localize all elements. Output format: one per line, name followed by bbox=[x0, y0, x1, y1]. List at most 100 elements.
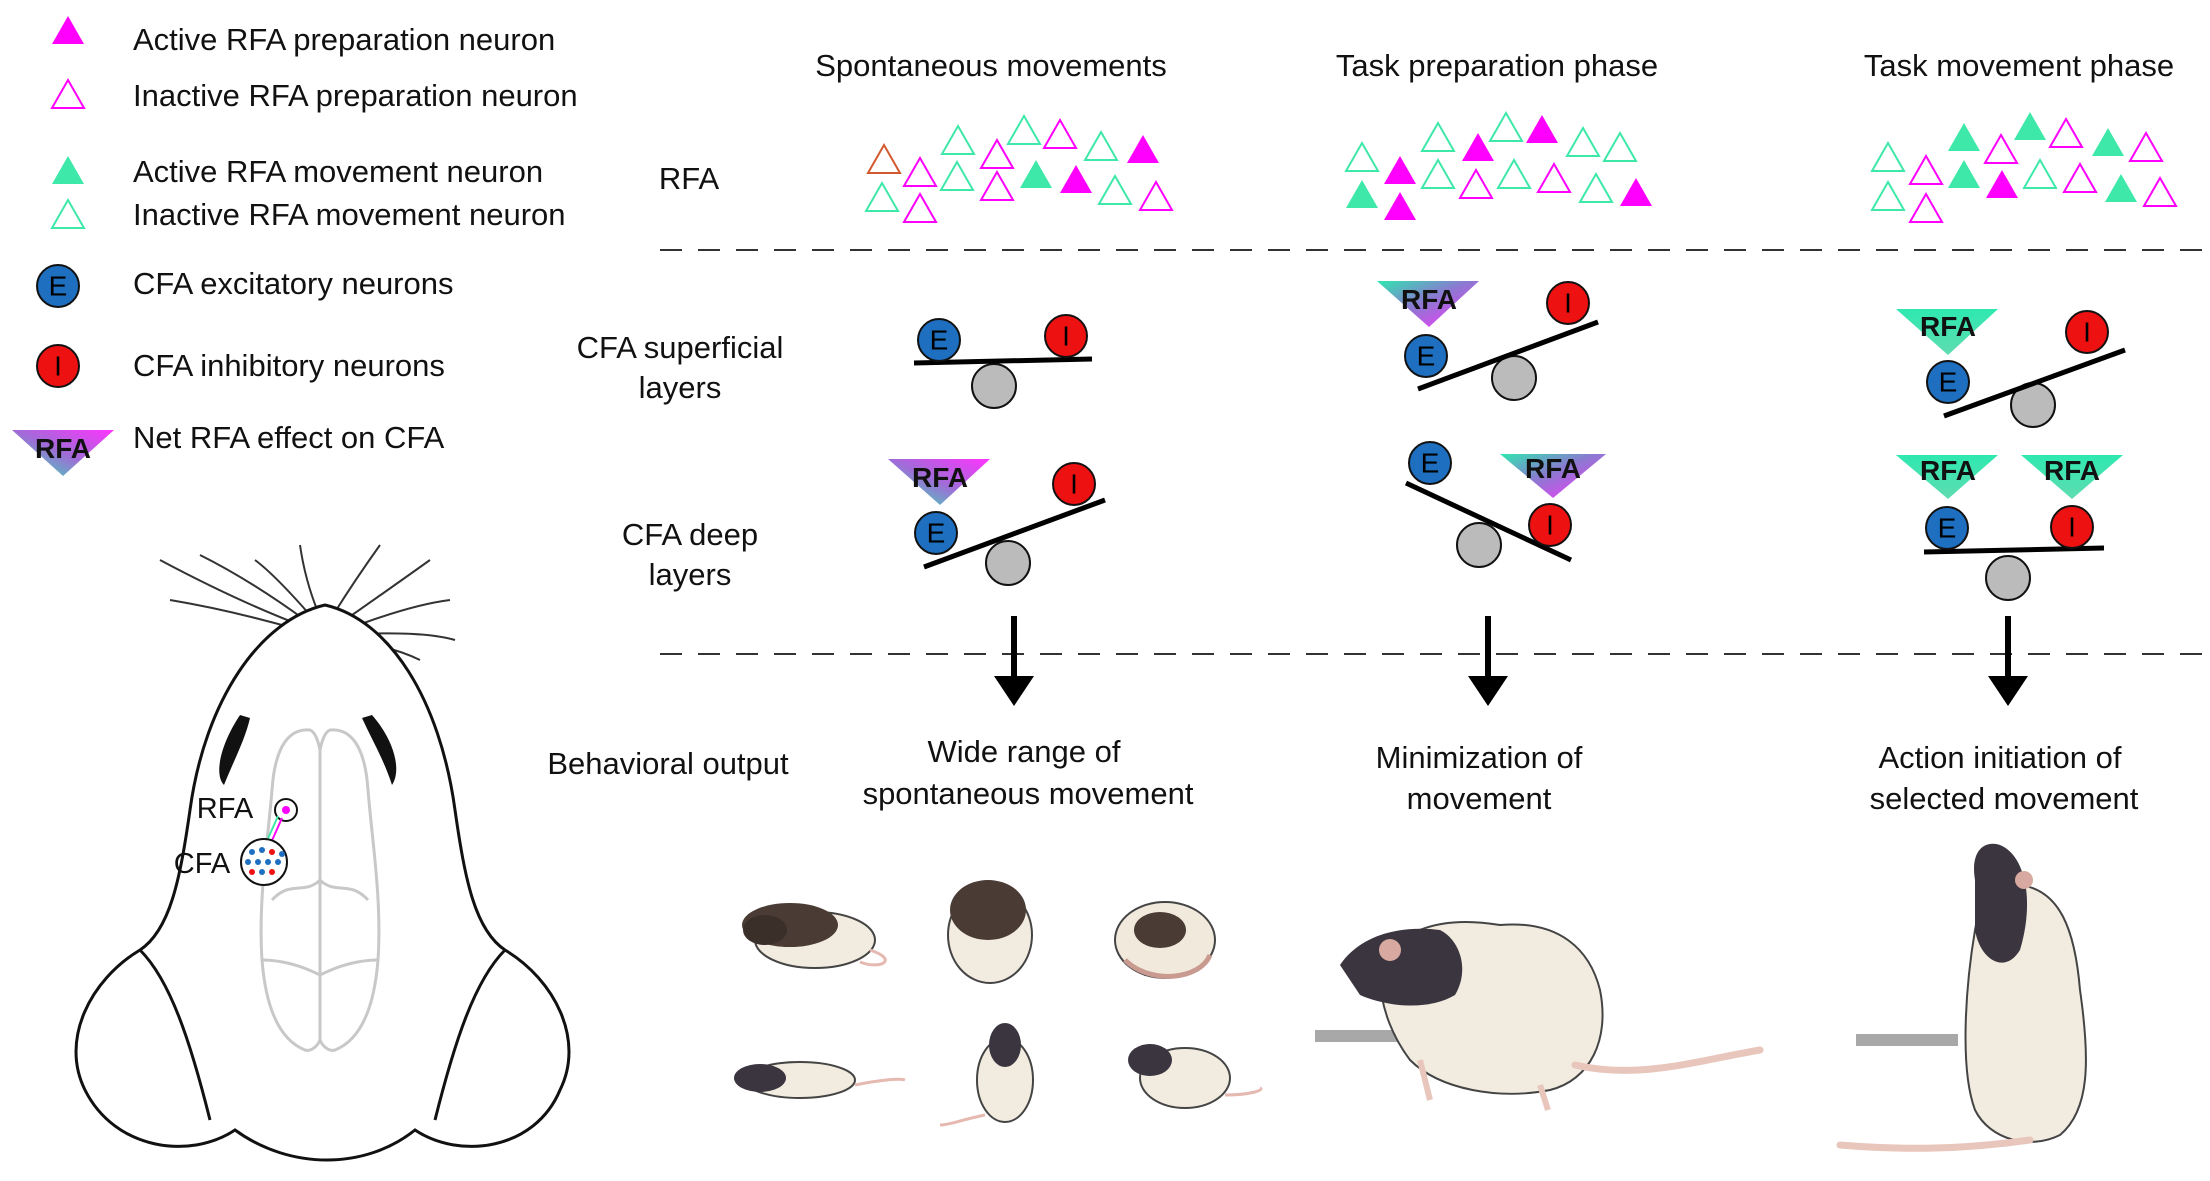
neuron-triangle bbox=[2092, 128, 2124, 156]
neuron-triangle bbox=[1127, 135, 1159, 163]
svg-text:RFA: RFA bbox=[1525, 453, 1581, 484]
svg-text:I: I bbox=[1070, 469, 1078, 500]
lever bbox=[1315, 1030, 1410, 1042]
legend-active-prep: Active RFA preparation neuron bbox=[133, 22, 555, 57]
svg-text:E: E bbox=[927, 518, 946, 549]
neuron-triangle bbox=[1488, 110, 1524, 142]
svg-text:I: I bbox=[1062, 321, 1070, 352]
neuron-triangle bbox=[1420, 120, 1456, 152]
inhibitory-circle-icon bbox=[36, 344, 80, 388]
column-header-preparation: Task preparation phase bbox=[1336, 48, 1658, 83]
output-preparation-1: Minimization of bbox=[1376, 740, 1583, 775]
rfa-cluster-preparation bbox=[1344, 110, 1652, 220]
excitatory-neuron bbox=[1408, 441, 1452, 485]
right-eye-icon bbox=[362, 715, 397, 785]
neuron-triangle bbox=[1060, 165, 1092, 193]
fulcrum bbox=[971, 363, 1017, 409]
neuron-triangle bbox=[940, 123, 976, 155]
seesaw-preparation-deep: E I RFA bbox=[1404, 441, 1606, 568]
excitatory-neuron bbox=[917, 318, 961, 362]
neuron-triangle bbox=[2105, 174, 2137, 202]
rat-sketch-2 bbox=[947, 880, 1033, 984]
rat-movement-illustration bbox=[1836, 843, 2087, 1152]
neuron-triangle bbox=[902, 155, 938, 187]
legend-excitatory: CFA excitatory neurons bbox=[133, 266, 454, 301]
neuron-triangle bbox=[2142, 175, 2178, 207]
neuron-triangle bbox=[939, 159, 975, 191]
svg-text:E: E bbox=[1938, 513, 1957, 544]
brain-label-cfa: CFA bbox=[174, 848, 231, 880]
neuron-triangle bbox=[1565, 125, 1601, 157]
down-arrow-preparation bbox=[1468, 616, 1508, 706]
inhibitory-neuron bbox=[1528, 503, 1572, 547]
rfa-arrow-icon: RFA bbox=[1500, 453, 1606, 498]
seesaw-movement-deep: E I RFA RFA bbox=[1896, 455, 2123, 601]
neuron-triangle bbox=[1948, 123, 1980, 151]
output-spontaneous-2: spontaneous movement bbox=[863, 776, 1194, 811]
inhibitory-neuron bbox=[1546, 281, 1590, 325]
legend-inactive-prep: Inactive RFA preparation neuron bbox=[133, 78, 578, 113]
seesaw-movement-superficial: E I RFA bbox=[1896, 309, 2126, 428]
down-arrow-spontaneous bbox=[994, 616, 1034, 706]
active-move-triangle-icon bbox=[52, 156, 84, 184]
rfa-arrow-icon: RFA bbox=[1896, 455, 1998, 499]
svg-text:E: E bbox=[930, 325, 949, 356]
svg-text:RFA: RFA bbox=[1920, 455, 1976, 486]
legend-inactive-move: Inactive RFA movement neuron bbox=[133, 197, 566, 232]
neuron-triangle bbox=[1986, 170, 2018, 198]
svg-text:RFA: RFA bbox=[35, 433, 91, 464]
neuron-triangle bbox=[1344, 140, 1380, 172]
neuron-triangle bbox=[2048, 116, 2084, 148]
neuron-triangle bbox=[2128, 130, 2164, 162]
neuron-triangle bbox=[2022, 157, 2058, 189]
svg-text:I: I bbox=[2068, 512, 2076, 543]
lever bbox=[1856, 1034, 1958, 1046]
inhibitory-letter: I bbox=[54, 351, 62, 382]
neuron-triangle bbox=[1384, 192, 1416, 220]
neuron-triangle bbox=[1496, 157, 1532, 189]
fulcrum bbox=[1491, 355, 1537, 401]
svg-text:RFA: RFA bbox=[912, 462, 968, 493]
neuron-triangle bbox=[2014, 112, 2046, 140]
legend-net-effect: Net RFA effect on CFA bbox=[133, 420, 445, 455]
neuron-triangle bbox=[1420, 157, 1456, 189]
down-arrow-movement bbox=[1988, 616, 2028, 706]
svg-text:E: E bbox=[1417, 341, 1436, 372]
excitatory-neuron bbox=[1926, 360, 1970, 404]
row-label-deep-1: CFA deep bbox=[622, 517, 758, 552]
svg-text:E: E bbox=[1939, 367, 1958, 398]
rat-sketch-3 bbox=[1114, 901, 1216, 979]
output-preparation-2: movement bbox=[1407, 781, 1552, 816]
inhibitory-neuron bbox=[1052, 462, 1096, 506]
output-movement-1: Action initiation of bbox=[1879, 740, 2122, 775]
neuron-triangle bbox=[1908, 191, 1944, 223]
excitatory-letter: E bbox=[49, 271, 68, 302]
rat-preparation-illustration bbox=[1315, 921, 1764, 1111]
row-label-behavior: Behavioral output bbox=[547, 746, 789, 781]
seesaw-beam bbox=[1417, 319, 1599, 392]
neuron-triangle bbox=[1602, 130, 1638, 162]
neuron-triangle bbox=[979, 137, 1015, 169]
neuron-triangle bbox=[1006, 113, 1042, 145]
svg-text:I: I bbox=[2083, 317, 2091, 348]
column-header-movement: Task movement phase bbox=[1864, 48, 2174, 83]
neuron-triangle bbox=[1462, 133, 1494, 161]
neuron-triangle bbox=[979, 169, 1015, 201]
rfa-arrow-icon: RFA bbox=[1896, 309, 1998, 355]
rfa-arrow-icon: RFA bbox=[888, 459, 990, 505]
svg-text:RFA: RFA bbox=[2044, 455, 2100, 486]
cfa-dots bbox=[245, 847, 285, 875]
rfa-arrow-icon: RFA bbox=[2021, 455, 2123, 499]
svg-text:I: I bbox=[1546, 510, 1554, 541]
excitatory-neuron bbox=[914, 511, 958, 555]
inactive-prep-triangle-icon bbox=[50, 77, 86, 109]
fulcrum bbox=[985, 540, 1031, 586]
neuron-triangle bbox=[1526, 115, 1558, 143]
rfa-arrow-legend-icon: RFA bbox=[12, 430, 114, 476]
fulcrum bbox=[1985, 555, 2031, 601]
neuron-triangle bbox=[1346, 180, 1378, 208]
rat-sketch-6 bbox=[1128, 1044, 1263, 1109]
neuron-triangle bbox=[1983, 132, 2019, 164]
neuron-triangle bbox=[1870, 179, 1906, 211]
